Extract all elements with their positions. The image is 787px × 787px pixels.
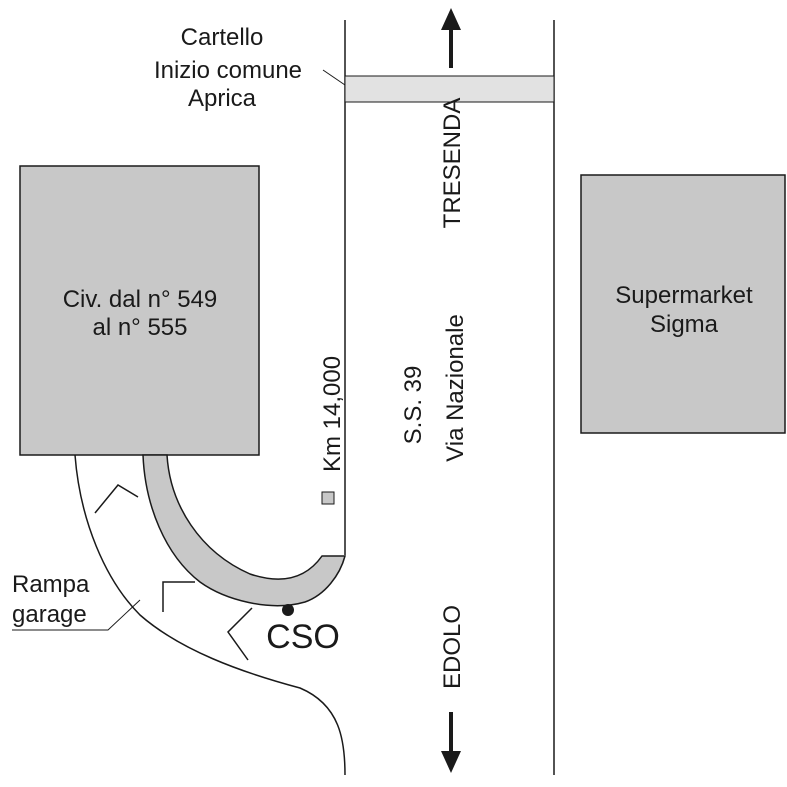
cso-point: [282, 604, 294, 616]
curved-kerb: [142, 454, 346, 607]
ramp-hatch-3: [227, 607, 253, 661]
ramp-label-line-2: garage: [12, 601, 87, 628]
ramp-hatch-1: [94, 484, 139, 514]
sign-leader-line: [322, 69, 346, 86]
building-supermarket: [580, 174, 786, 434]
road-street-label: Via Nazionale: [442, 314, 469, 462]
building-civici-label-line-1: Civ. dal n° 549: [63, 286, 218, 313]
building-supermarket-label-line-1: Supermarket: [615, 282, 753, 309]
km-marker-square: [321, 491, 335, 505]
direction-north-label: TRESENDA: [439, 98, 466, 229]
building-supermarket-label-line-2: Sigma: [650, 311, 719, 338]
sign-label-line-3: Aprica: [188, 85, 257, 112]
direction-south-label: EDOLO: [439, 605, 466, 689]
sign-label-line-2: Inizio comune: [154, 57, 302, 84]
ramp-label-line-1: Rampa: [12, 571, 90, 598]
north-arrow-head: [441, 8, 461, 30]
south-arrow-head: [441, 751, 461, 773]
ramp-outer-curve: [74, 454, 346, 776]
cso-label: CSO: [266, 618, 340, 656]
road-name-label: S.S. 39: [400, 366, 427, 445]
building-civici: [19, 165, 260, 456]
km-marker-label: Km 14,000: [319, 356, 346, 472]
sign-label-line-1: Cartello: [181, 24, 264, 51]
ramp-hatch-2: [162, 581, 195, 612]
building-civici-label-line-2: al n° 555: [92, 314, 187, 341]
sign-band: [344, 75, 555, 103]
ramp-leader-line: [12, 599, 141, 631]
